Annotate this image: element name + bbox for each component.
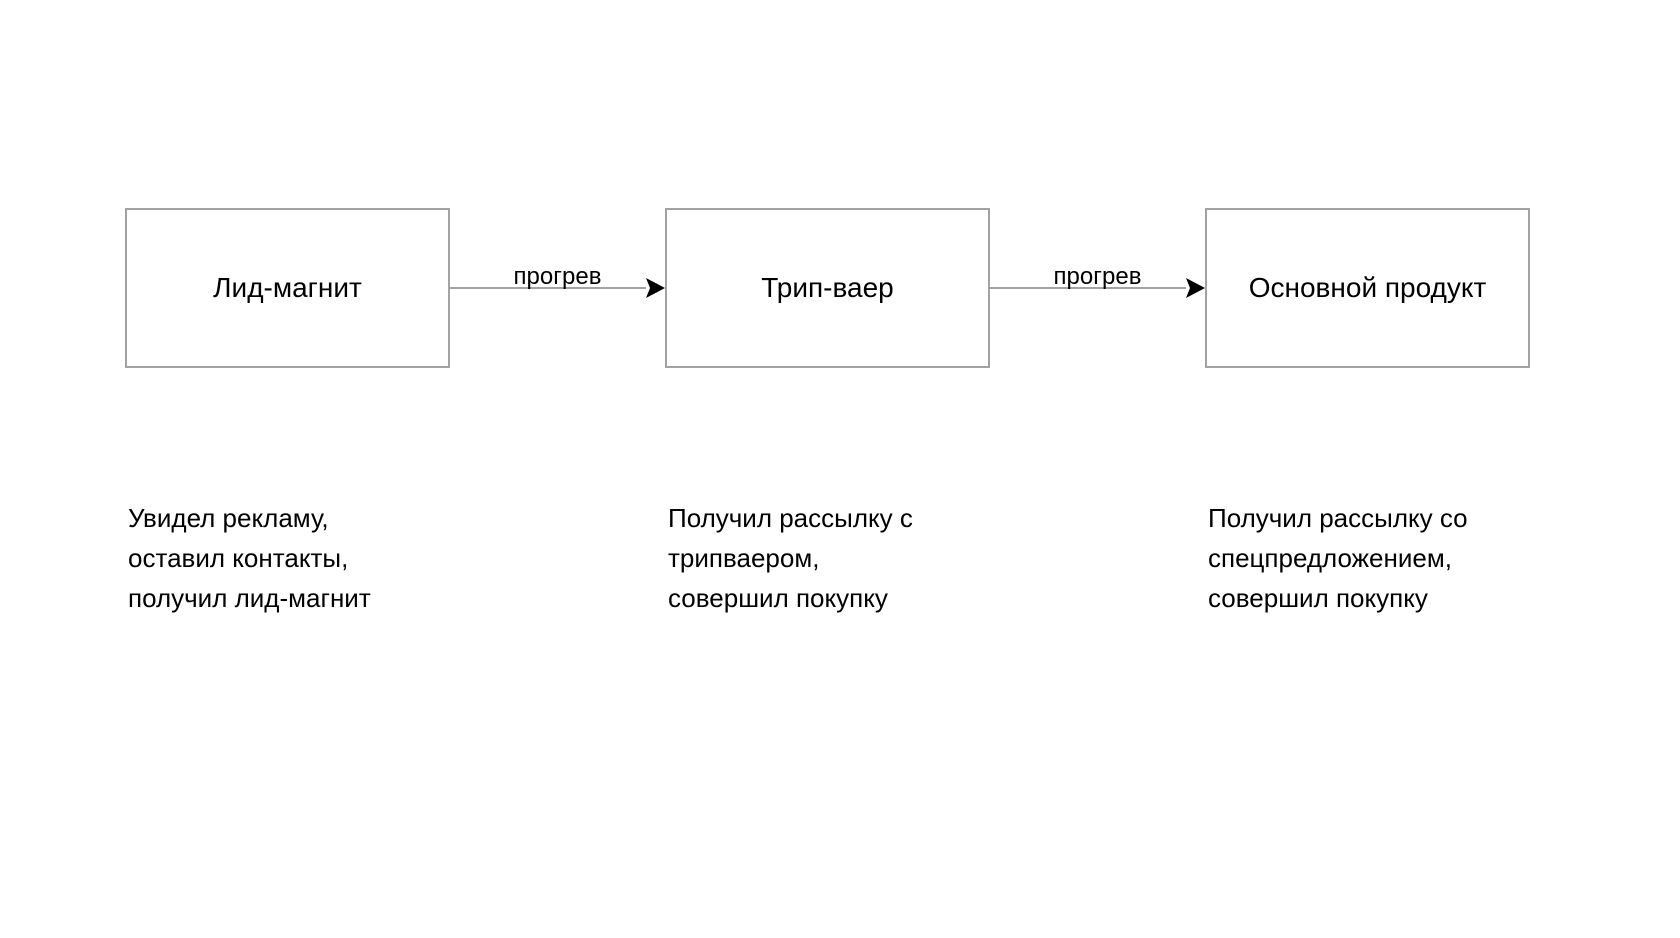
node-label: Основной продукт [1248, 272, 1487, 304]
edge-lead-magnet-to-tripwire[interactable]: прогрев [450, 208, 665, 368]
node-lead-magnet[interactable]: Лид-магнит [125, 208, 450, 368]
caption-tripwire: Получил рассылку с трипваером, совершил … [668, 503, 913, 613]
node-label: Лид-магнит [213, 272, 362, 304]
node-label: Трип-ваер [761, 272, 894, 304]
arrowhead-icon [646, 278, 665, 298]
node-main-product[interactable]: Основной продукт [1205, 208, 1530, 368]
caption-lead-magnet: Увидел рекламу, оставил контакты, получи… [128, 503, 371, 613]
arrowhead-icon [1186, 278, 1205, 298]
node-tripwire[interactable]: Трип-ваер [665, 208, 990, 368]
edge-label: прогрев [513, 263, 602, 290]
caption-main-product: Получил рассылку со спецпредложением, со… [1208, 503, 1468, 613]
edge-label: прогрев [1053, 263, 1142, 290]
edge-tripwire-to-main-product[interactable]: прогрев [990, 208, 1205, 368]
